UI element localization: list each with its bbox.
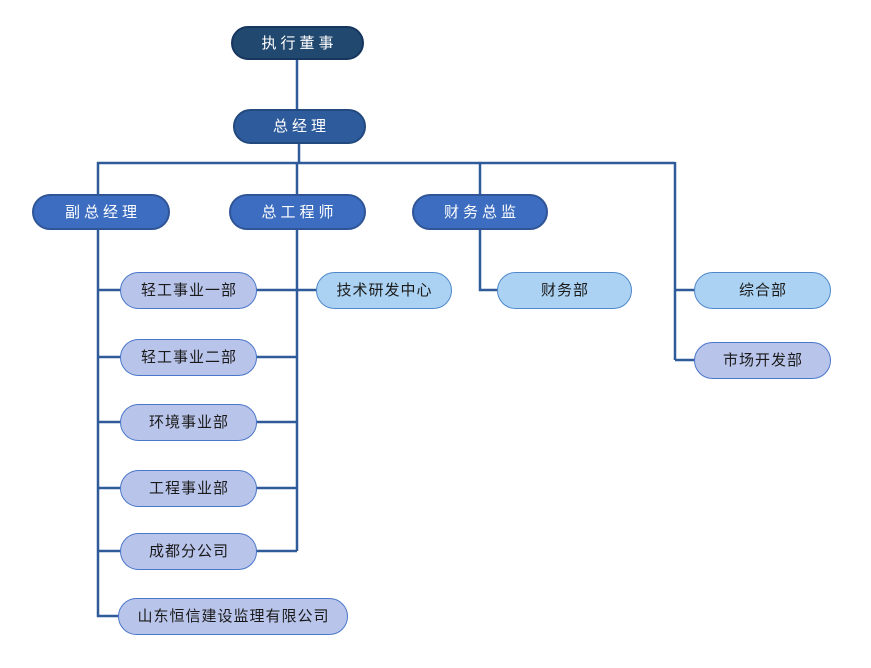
node-label: 总经理 bbox=[272, 118, 330, 135]
node-label: 工程事业部 bbox=[148, 480, 229, 497]
node-environment-div: 环境事业部 bbox=[120, 404, 257, 441]
node-finance-dept: 财务部 bbox=[497, 272, 632, 309]
node-label: 轻工事业一部 bbox=[140, 282, 237, 299]
node-label: 总工程师 bbox=[261, 203, 338, 221]
node-label: 山东恒信建设监理有限公司 bbox=[137, 608, 330, 625]
node-chief-engineer: 总工程师 bbox=[229, 194, 366, 230]
node-market-development-dept: 市场开发部 bbox=[694, 342, 831, 379]
connector-left-spine bbox=[96, 162, 121, 618]
node-general-affairs-dept: 综合部 bbox=[694, 272, 831, 309]
node-label: 副总经理 bbox=[64, 203, 141, 221]
node-shandong-hengxin: 山东恒信建设监理有限公司 bbox=[118, 598, 348, 635]
node-label: 执行董事 bbox=[261, 34, 338, 52]
node-tech-rd-center: 技术研发中心 bbox=[316, 272, 452, 309]
node-label: 财务部 bbox=[540, 282, 589, 299]
node-label: 市场开发部 bbox=[722, 352, 803, 369]
node-finance-director: 财务总监 bbox=[412, 194, 548, 230]
node-light-industry-div-1: 轻工事业一部 bbox=[120, 272, 257, 309]
node-deputy-general-manager: 副总经理 bbox=[32, 194, 170, 230]
node-executive-director: 执行董事 bbox=[231, 26, 364, 60]
node-engineering-div: 工程事业部 bbox=[120, 470, 257, 507]
node-label: 轻工事业二部 bbox=[140, 349, 237, 366]
node-label: 环境事业部 bbox=[148, 414, 229, 431]
node-label: 成都分公司 bbox=[148, 543, 229, 560]
node-label: 综合部 bbox=[738, 282, 787, 299]
node-light-industry-div-2: 轻工事业二部 bbox=[120, 339, 257, 376]
node-general-manager: 总经理 bbox=[233, 109, 366, 144]
node-label: 技术研发中心 bbox=[336, 282, 433, 299]
node-chengdu-branch: 成都分公司 bbox=[120, 533, 257, 570]
node-label: 财务总监 bbox=[443, 203, 520, 221]
